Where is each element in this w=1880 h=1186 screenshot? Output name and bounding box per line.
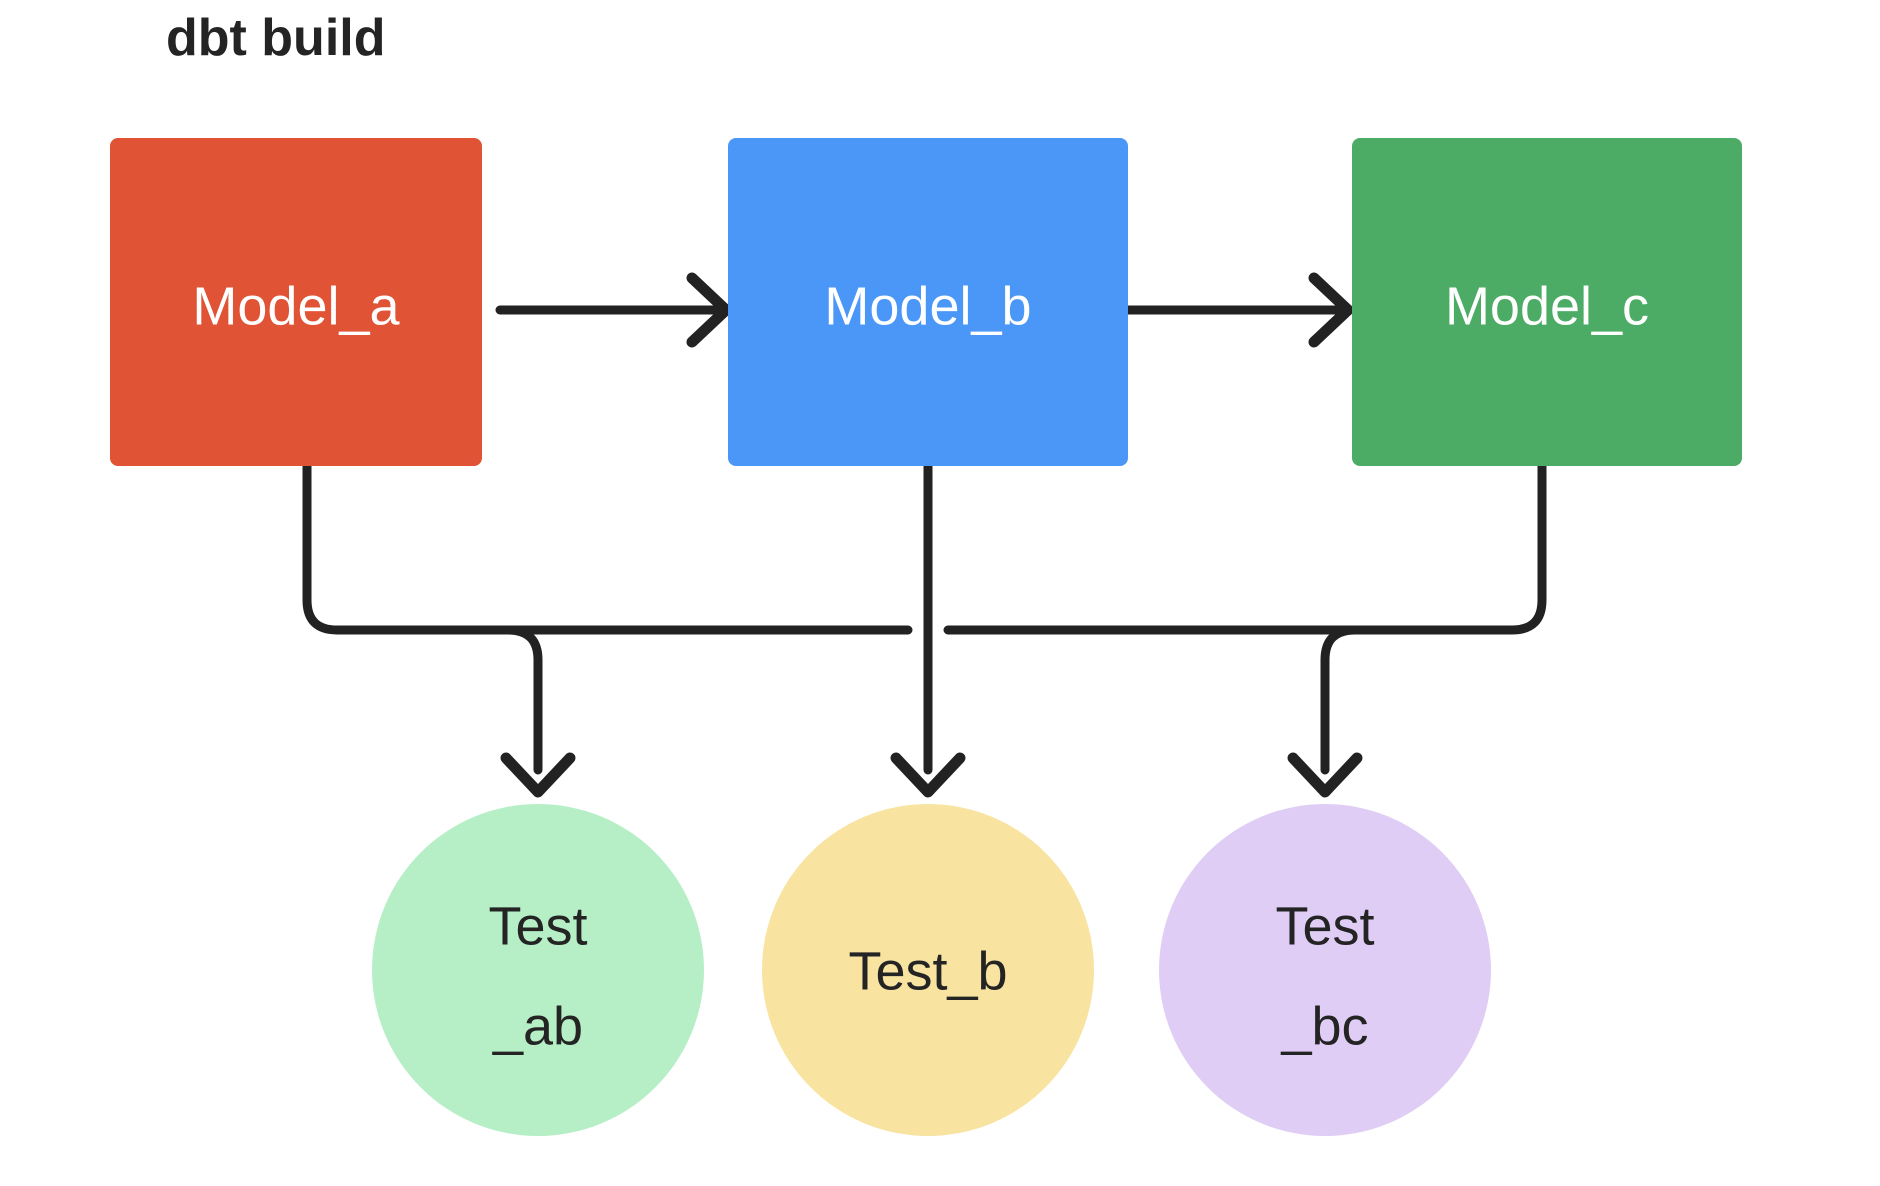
node-label-test-bc-line1: Test xyxy=(1275,896,1374,956)
arrowhead-test-b-inbound xyxy=(890,752,966,798)
node-label-test-bc-line2: _bc xyxy=(1280,996,1368,1056)
test-node-test_b[interactable]: Test_b xyxy=(762,804,1094,1136)
node-label-model-b: Model_b xyxy=(824,276,1031,336)
arrowhead-model-c-inbound xyxy=(1308,272,1354,348)
page-title: dbt build xyxy=(166,9,385,67)
node-label-model-a: Model_a xyxy=(192,276,400,336)
edge-bus-to-test-bc xyxy=(1320,625,1360,775)
model-node-model_c[interactable]: Model_c xyxy=(1352,138,1742,466)
node-shape-test-ab[interactable] xyxy=(372,804,704,1136)
node-shape-test-bc[interactable] xyxy=(1159,804,1491,1136)
arrowhead-test-bc-inbound xyxy=(1287,752,1363,798)
test-node-test_ab[interactable]: Test _ab xyxy=(372,804,704,1136)
node-shape-model-c[interactable] xyxy=(1352,138,1742,466)
arrowhead-test-ab-inbound xyxy=(500,752,576,798)
node-shape-test-b[interactable] xyxy=(762,804,1094,1136)
arrowhead-model-b-inbound xyxy=(686,272,732,348)
node-label-test-b-line1: Test_b xyxy=(848,941,1007,1001)
edge-layer xyxy=(302,272,1547,798)
model-node-model_b[interactable]: Model_b xyxy=(728,138,1128,466)
node-shape-model-b[interactable] xyxy=(728,138,1128,466)
edge-model-c-to-test-bus xyxy=(943,461,1547,635)
test-node-test_bc[interactable]: Test _bc xyxy=(1159,804,1491,1136)
edge-model-a-to-test-bus xyxy=(302,461,913,635)
edge-bus-to-test-ab xyxy=(503,625,543,775)
node-label-test-ab-line1: Test xyxy=(488,896,587,956)
node-shape-model-a[interactable] xyxy=(110,138,482,466)
model-node-model_a[interactable]: Model_a xyxy=(110,138,482,466)
node-label-test-ab-line2: _ab xyxy=(492,996,583,1056)
node-label-model-c: Model_c xyxy=(1445,276,1649,336)
